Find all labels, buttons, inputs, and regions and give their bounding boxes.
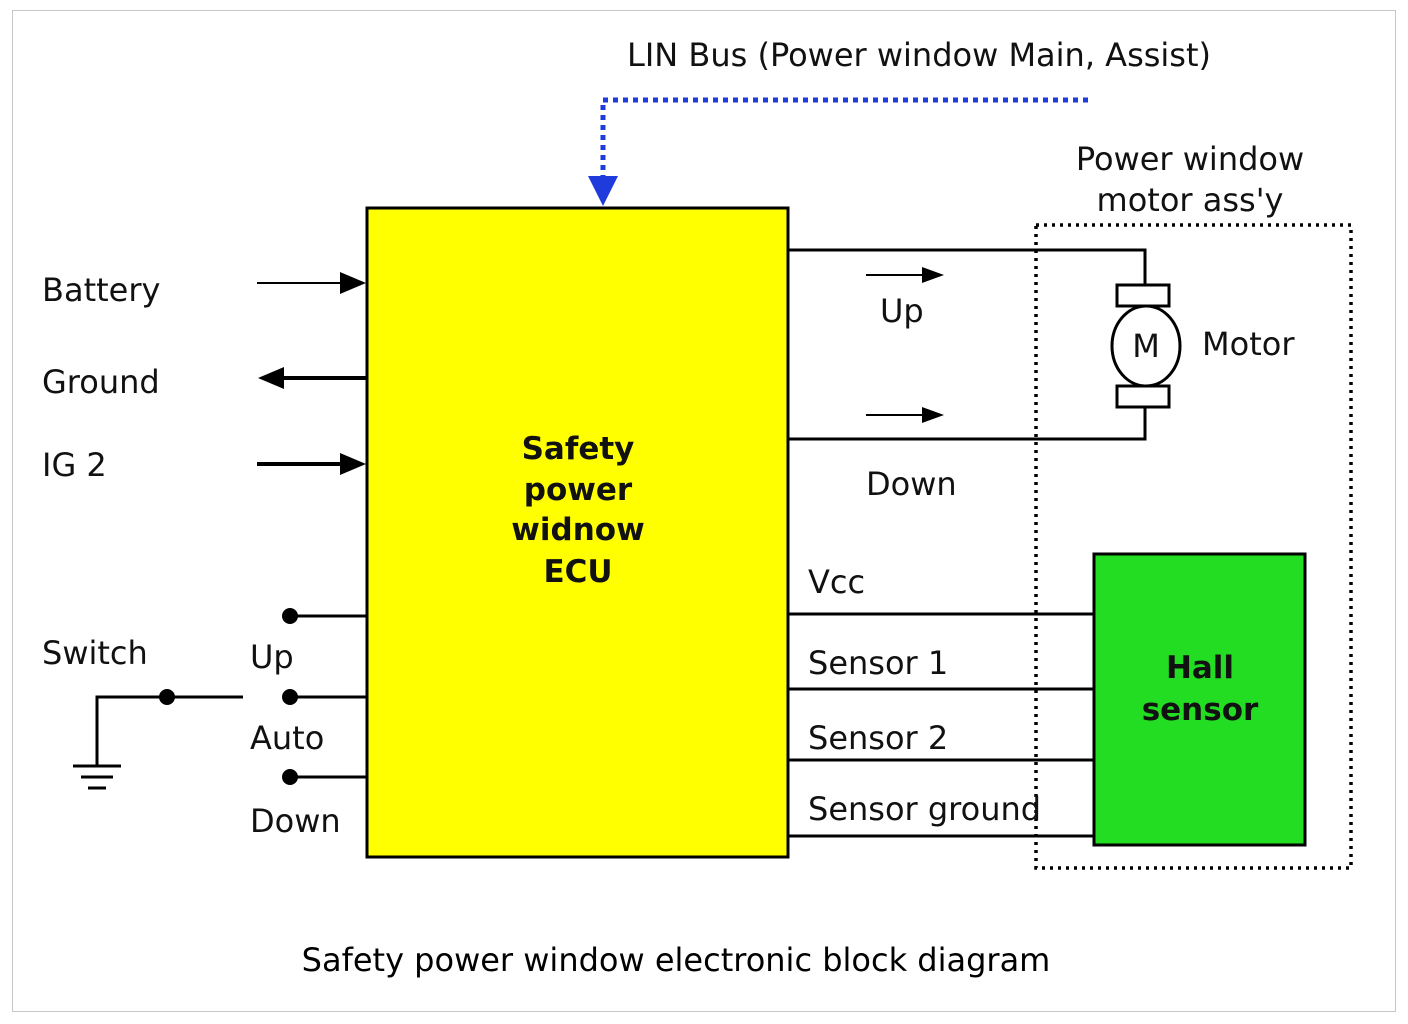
- switch-contacts: [282, 608, 367, 785]
- switch-up-label: Up: [250, 638, 294, 676]
- motor-down-line: [788, 407, 1147, 441]
- battery-arrow: [257, 272, 366, 294]
- motor-assy-label-line2: motor ass'y: [1097, 181, 1284, 219]
- hall-sensor-box: [1092, 552, 1307, 847]
- lin-bus-label: LIN Bus (Power window Main, Assist): [627, 36, 1211, 74]
- ig2-arrow: [257, 453, 366, 475]
- ig2-label: IG 2: [42, 446, 107, 484]
- ecu-label-line1: Safety: [522, 431, 635, 467]
- switch-label: Switch: [42, 634, 148, 672]
- ecu-label-line4: ECU: [543, 554, 612, 590]
- ground-arrow: [258, 367, 366, 389]
- hall-sensor-label-line1: Hall: [1166, 650, 1234, 686]
- motor-down-label: Down: [866, 465, 957, 503]
- motor-assy-box: [1034, 223, 1353, 870]
- motor-label: Motor: [1202, 325, 1295, 363]
- ecu-label-line3: widnow: [511, 512, 644, 548]
- sensor1-label: Sensor 1: [808, 644, 948, 682]
- switch-ground-circuit: [73, 689, 243, 790]
- ecu-box: [365, 206, 790, 859]
- vcc-label: Vcc: [808, 563, 865, 601]
- lin-bus-connector: [588, 97, 1088, 206]
- motor-symbol-letter: M: [1132, 327, 1160, 365]
- switch-down-label: Down: [250, 802, 341, 840]
- lin-bus-arrow-icon: [588, 176, 618, 206]
- motor-assy-label-line1: Power window: [1076, 140, 1304, 178]
- motor-up-line: [788, 248, 1147, 285]
- down-direction-arrow-icon: [922, 407, 944, 423]
- battery-label: Battery: [42, 271, 160, 309]
- motor-symbol-icon: [1110, 283, 1182, 409]
- diagram-caption: Safety power window electronic block dia…: [302, 941, 1051, 979]
- hall-sensor-label-line2: sensor: [1142, 692, 1259, 728]
- motor-up-label: Up: [880, 292, 924, 330]
- sensor2-label: Sensor 2: [808, 719, 948, 757]
- switch-auto-label: Auto: [250, 719, 324, 757]
- up-direction-arrow-icon: [922, 267, 944, 283]
- ground-label: Ground: [42, 363, 160, 401]
- ecu-label-line2: power: [524, 472, 633, 508]
- sensor-ground-label: Sensor ground: [808, 790, 1041, 828]
